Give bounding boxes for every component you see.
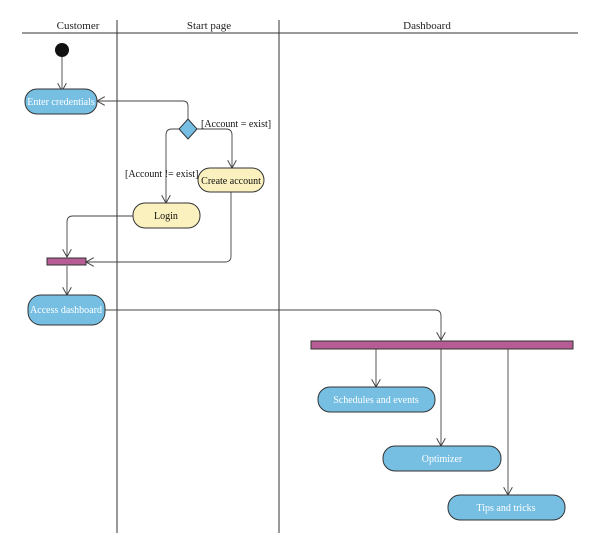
activity-optimizer-label: Optimizer	[422, 454, 463, 465]
activity-schedules-and-events	[317, 386, 436, 413]
lane-title-start-page: Start page	[187, 20, 231, 32]
edge-login-to-fork	[67, 215, 133, 257]
activity-login-label: Login	[154, 211, 178, 222]
activity-optimizer	[382, 445, 502, 472]
edge-create-to-fork	[86, 192, 232, 262]
fork-bar-customer	[46, 257, 87, 266]
activity-access-dashboard	[27, 294, 106, 326]
activity-access-dashboard-label: Access dashboard	[30, 305, 102, 316]
activity-enter-credentials	[24, 88, 98, 115]
swimlanes: Customer Start page Dashboard	[22, 20, 578, 533]
initial-node	[55, 43, 69, 57]
activity-enter-credentials-label: Enter credentials	[27, 97, 95, 108]
activity-tips-and-tricks	[447, 494, 566, 521]
activity-schedules-and-events-label: Schedules and events	[333, 395, 419, 406]
edge-access-to-bar	[105, 309, 441, 340]
guard-account-not-exists: [Account != exist]	[125, 169, 198, 180]
activity-login	[132, 202, 201, 229]
nodes: Enter credentials [Account = exist] [Acc…	[24, 43, 574, 521]
lane-title-customer: Customer	[57, 20, 100, 32]
decision-node	[178, 118, 198, 140]
edges	[62, 57, 508, 495]
edge-decision-to-enter	[97, 101, 189, 119]
fork-bar-dashboard	[310, 340, 574, 350]
guard-account-exists: [Account = exist]	[201, 119, 271, 130]
activity-tips-and-tricks-label: Tips and tricks	[476, 503, 535, 514]
activity-create-account	[197, 167, 265, 193]
lane-title-dashboard: Dashboard	[403, 20, 451, 32]
edge-decision-to-create	[197, 128, 232, 168]
activity-create-account-label: Create account	[201, 176, 261, 187]
edge-decision-to-login	[166, 128, 179, 203]
